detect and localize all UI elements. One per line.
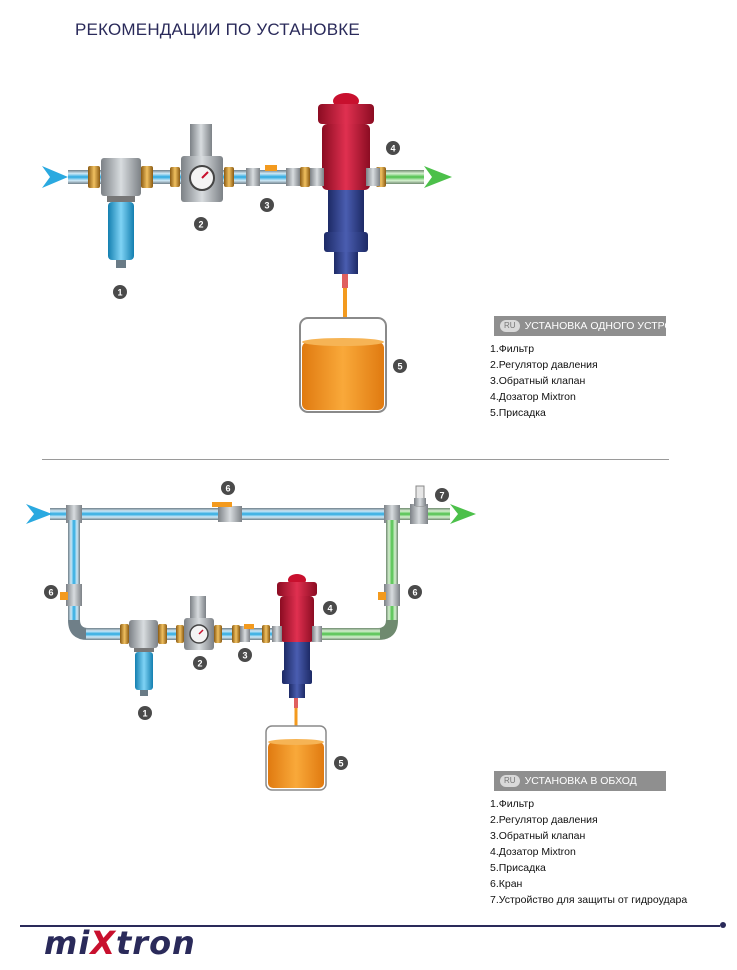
svg-text:7: 7 bbox=[439, 491, 444, 501]
badge-4: 4 bbox=[386, 141, 400, 155]
svg-text:1: 1 bbox=[142, 709, 147, 719]
dosing-pump-icon bbox=[310, 93, 380, 288]
bypass-badge-6-left: 6 bbox=[44, 585, 58, 599]
right-bypass-valve-icon bbox=[378, 584, 400, 606]
bypass-additive-container-icon bbox=[265, 708, 327, 791]
filter-icon bbox=[101, 158, 141, 268]
bypass-badge-4: 4 bbox=[323, 601, 337, 615]
svg-text:5: 5 bbox=[338, 759, 343, 769]
badge-2: 2 bbox=[194, 217, 208, 231]
inlet-arrow-icon bbox=[42, 166, 68, 188]
language-badge: RU bbox=[500, 775, 520, 787]
bypass-installation-legend: 1.Фильтр 2.Регулятор давления 3.Обратный… bbox=[490, 796, 687, 908]
page-title: РЕКОМЕНДАЦИИ ПО УСТАНОВКЕ bbox=[75, 20, 360, 39]
bypass-pressure-regulator-icon bbox=[184, 596, 214, 650]
outlet-arrow-icon bbox=[424, 166, 452, 188]
bypass-filter-icon bbox=[129, 620, 158, 696]
legend-item: 7.Устройство для защиты от гидроудара bbox=[490, 894, 688, 906]
check-valve-icon bbox=[246, 165, 300, 186]
badge-3: 3 bbox=[260, 198, 274, 212]
svg-text:3: 3 bbox=[264, 201, 269, 211]
svg-text:2: 2 bbox=[197, 659, 202, 669]
svg-text:6: 6 bbox=[412, 588, 417, 598]
additive-container-icon bbox=[299, 288, 387, 413]
footer-dot bbox=[720, 922, 726, 928]
bypass-badge-6-top: 6 bbox=[221, 481, 235, 495]
legend-item: 4.Дозатор Mixtron bbox=[490, 391, 576, 403]
bypass-badge-1: 1 bbox=[138, 706, 152, 720]
left-bypass-valve-icon bbox=[60, 584, 82, 606]
legend-item: 4.Дозатор Mixtron bbox=[490, 846, 576, 858]
bypass-outlet-arrow-icon bbox=[450, 504, 476, 524]
footer-rule bbox=[20, 925, 720, 927]
svg-text:1: 1 bbox=[117, 288, 122, 298]
svg-text:3: 3 bbox=[242, 651, 247, 661]
bypass-installation-heading: RU УСТАНОВКА В ОБХОД bbox=[494, 771, 666, 791]
mixtron-logo: miXtron bbox=[44, 924, 196, 962]
bypass-badge-7: 7 bbox=[435, 488, 449, 502]
svg-text:6: 6 bbox=[225, 484, 230, 494]
svg-text:4: 4 bbox=[327, 604, 332, 614]
legend-item: 2.Регулятор давления bbox=[490, 814, 598, 826]
pressure-regulator-icon bbox=[181, 124, 223, 202]
legend-item: 1.Фильтр bbox=[490, 343, 535, 355]
badge-5: 5 bbox=[393, 359, 407, 373]
legend-item: 2.Регулятор давления bbox=[490, 359, 598, 371]
legend-item: 5.Присадка bbox=[490, 407, 546, 419]
single-installation-diagram: 1 2 3 4 5 bbox=[42, 93, 452, 413]
svg-text:4: 4 bbox=[390, 144, 395, 154]
bypass-badge-5: 5 bbox=[334, 756, 348, 770]
bypass-badge-2: 2 bbox=[193, 656, 207, 670]
bypass-installation-title: УСТАНОВКА В ОБХОД bbox=[524, 775, 637, 787]
section-divider bbox=[42, 459, 669, 460]
single-installation-legend: 1.Фильтр 2.Регулятор давления 3.Обратный… bbox=[490, 341, 598, 421]
main-valve-icon bbox=[212, 502, 242, 522]
water-hammer-arrestor-icon bbox=[414, 485, 426, 507]
svg-text:2: 2 bbox=[198, 220, 203, 230]
bypass-inlet-arrow-icon bbox=[26, 504, 52, 524]
svg-text:6: 6 bbox=[48, 588, 53, 598]
badge-1: 1 bbox=[113, 285, 127, 299]
single-installation-title: УСТАНОВКА ОДНОГО УСТРОЙСТВА bbox=[524, 320, 708, 332]
legend-item: 1.Фильтр bbox=[490, 798, 535, 810]
legend-item: 5.Присадка bbox=[490, 862, 546, 874]
bypass-badge-6-right: 6 bbox=[408, 585, 422, 599]
bypass-badge-3: 3 bbox=[238, 648, 252, 662]
language-badge: RU bbox=[500, 320, 520, 332]
legend-item: 6.Кран bbox=[490, 878, 523, 890]
single-installation-heading: RU УСТАНОВКА ОДНОГО УСТРОЙСТВА bbox=[494, 316, 707, 336]
bypass-check-valve-icon bbox=[240, 624, 254, 642]
svg-text:5: 5 bbox=[397, 362, 402, 372]
legend-item: 3.Обратный клапан bbox=[490, 830, 586, 842]
bypass-dosing-pump-icon bbox=[272, 574, 322, 708]
bypass-installation-diagram: 6 7 6 6 4 2 3 1 5 bbox=[26, 481, 476, 791]
legend-item: 3.Обратный клапан bbox=[490, 375, 586, 387]
